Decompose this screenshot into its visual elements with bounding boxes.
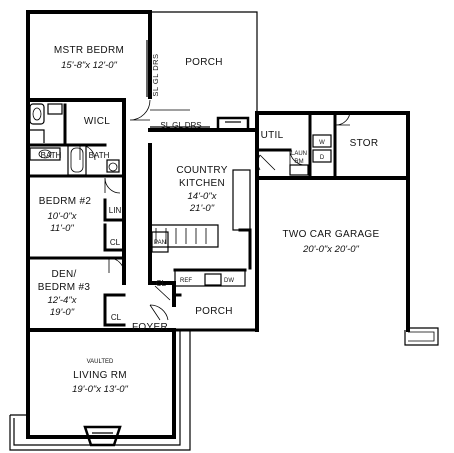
bath-1-label: BATH <box>41 151 62 160</box>
kitchen-closet-label: CL <box>156 279 167 288</box>
bedroom-2-name: BEDRM #2 <box>39 196 92 207</box>
den-dims-2: 19'-0" <box>50 307 75 318</box>
garage-apron <box>404 327 439 346</box>
laundry-fixtures <box>289 134 332 176</box>
garage-dims: 20'-0"x 20'-0" <box>302 244 359 255</box>
room-label-bedroom-2: BEDRM #2 10'-0"x 11'-0" <box>39 196 92 234</box>
kitchen-dims-1: 14'-0"x <box>188 191 218 202</box>
den-closet-label: CL <box>111 313 122 322</box>
kitchen-name-line1: COUNTRY <box>176 165 227 176</box>
room-label-garage: TWO CAR GARAGE 20'-0"x 20'-0" <box>283 229 380 255</box>
master-bedroom-name: MSTR BEDRM <box>54 45 124 56</box>
interior-walls <box>26 103 337 332</box>
living-room-name: LIVING RM <box>73 370 127 381</box>
living-room-dims: 19'-0"x 13'-0" <box>72 384 128 395</box>
hall-bath-fixtures <box>29 144 120 176</box>
laundry-label-line2: RM <box>294 159 303 165</box>
front-porch-outline <box>9 329 191 451</box>
wicl-label: WICL <box>84 116 110 127</box>
master-bedroom-dims: 15'-8"x 12'-0" <box>61 60 117 71</box>
front-porch-label: PORCH <box>195 306 233 317</box>
room-label-country-kitchen: COUNTRY KITCHEN 14'-0"x 21'-0" <box>176 165 227 214</box>
room-label-living-room: VAULTED LIVING RM 19'-0"x 13'-0" <box>72 359 128 395</box>
living-room-note: VAULTED <box>87 359 114 365</box>
kitchen-dims-2: 21'-0" <box>189 203 215 214</box>
door-swings <box>79 99 351 321</box>
kitchen-name-line2: KITCHEN <box>179 178 225 189</box>
kitchen-counters <box>150 169 251 287</box>
refrigerator-label: REF <box>180 278 192 284</box>
den-dims-1: 12'-4"x <box>48 295 78 306</box>
sliding-glass-door-tracks <box>146 40 210 131</box>
sliding-glass-doors-label-horizontal: SL GL DRS <box>160 121 201 130</box>
bedroom-2-dims-1: 10'-0"x <box>48 211 78 222</box>
garage-name: TWO CAR GARAGE <box>283 229 380 240</box>
rear-porch-outline <box>150 11 258 130</box>
master-bath-fixtures <box>29 103 63 143</box>
den-name-line1: DEN/ <box>51 269 76 280</box>
storage-label: STOR <box>350 138 379 149</box>
den-name-line2: BEDRM #3 <box>38 282 91 293</box>
util-label: UTIL <box>261 130 284 141</box>
laundry-label-line1: LAUN <box>291 151 307 157</box>
room-label-den-bedroom-3: DEN/ BEDRM #3 12'-4"x 19'-0" <box>38 269 91 318</box>
rear-porch-label: PORCH <box>185 57 223 68</box>
bedroom-2-closet-label: CL <box>110 238 121 247</box>
kitchen-fireplace <box>216 116 250 132</box>
bedroom-2-dims-2: 11'-0" <box>50 223 74 234</box>
pantry-label: PAN <box>154 240 166 246</box>
exterior-walls <box>26 10 410 439</box>
dryer-label: D <box>320 155 325 161</box>
sliding-glass-doors-label-vertical: SL GL DRS <box>151 53 160 96</box>
foyer-label: FOYER <box>132 322 168 333</box>
bath-2-label: BATH <box>89 151 110 160</box>
dishwasher-label: DW <box>224 278 234 284</box>
linen-closet-label: LIN <box>109 206 122 215</box>
washer-label: W <box>319 140 325 146</box>
room-label-master-bedroom: MSTR BEDRM 15'-8"x 12'-0" <box>54 45 124 71</box>
